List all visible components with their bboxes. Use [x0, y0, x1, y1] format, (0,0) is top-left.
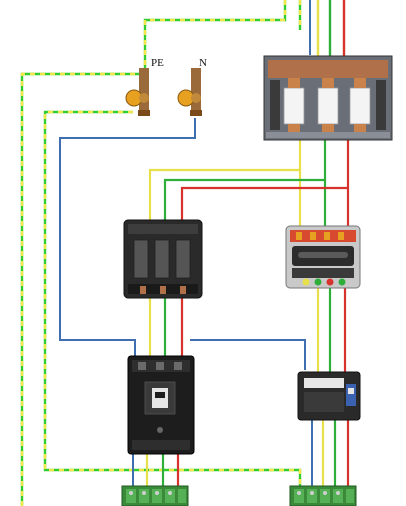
- phase-yellow-to-switch: [148, 140, 302, 222]
- pe-ground-wires: [20, 0, 302, 506]
- mccb-breaker-icon: [127, 355, 195, 455]
- phase-fuseholder-to-rcd-wires: [316, 288, 347, 372]
- phase-fuse-out-wires: [148, 140, 350, 230]
- n-label: N: [199, 57, 207, 69]
- isolator-switch-icon: [123, 219, 203, 299]
- fuse-holder-icon: [285, 225, 361, 289]
- terminal-block-icon: [121, 485, 189, 506]
- rcd-module-icon: [297, 371, 361, 421]
- pe-label: PE: [151, 57, 164, 69]
- neutral-wire-breaker-to-rcd: [190, 339, 306, 370]
- neutral-wires: [59, 0, 313, 488]
- n-terminal-icon: [177, 68, 202, 116]
- phase-output-wires: [145, 420, 350, 488]
- neutral-wire-left: [59, 118, 196, 358]
- phase-supply-wires: [316, 0, 346, 60]
- pe-wire-outer: [20, 0, 287, 506]
- pe-terminal-icon: [125, 68, 150, 116]
- busbar-fuse-block-icon: [263, 55, 393, 141]
- phase-red-to-switch: [180, 140, 350, 222]
- terminal-block-left: [121, 485, 189, 506]
- terminal-block-icon: [289, 485, 357, 506]
- pe-wire-inner: [43, 110, 302, 490]
- terminal-block-right: [289, 485, 357, 506]
- phase-switch-to-breaker-wires: [148, 298, 184, 358]
- phase-green-to-switch: [163, 140, 327, 222]
